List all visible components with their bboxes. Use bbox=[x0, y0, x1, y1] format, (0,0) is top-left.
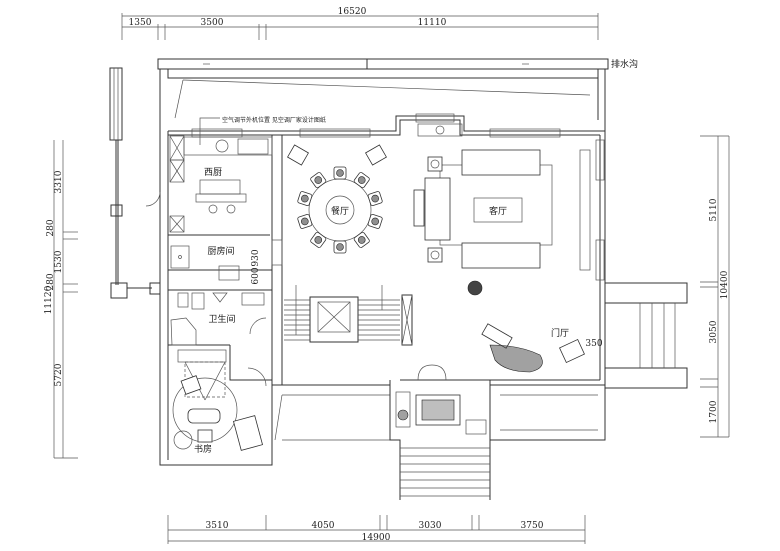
dim-kitchen: 600 bbox=[251, 267, 261, 284]
west-kitchen: 西厨 空气调节外机位置 见空调厂家设计图纸 bbox=[168, 116, 326, 295]
chair-seat bbox=[336, 169, 344, 177]
left-dimension: 3310 280 1530 280 11120 5720 bbox=[44, 140, 78, 459]
room-label-foyer: 门厅 bbox=[551, 327, 569, 339]
room-label-living: 客厅 bbox=[489, 205, 507, 217]
dim-bottom-total: 14900 bbox=[362, 533, 391, 543]
right-dimension: 5110 10400 3050 1700 bbox=[700, 135, 730, 438]
kitchen: 厨房间 930 600 bbox=[168, 239, 283, 285]
dim-left-total: 11120 bbox=[44, 285, 54, 314]
right-steps bbox=[604, 282, 688, 389]
dining-chairs bbox=[297, 166, 383, 254]
chair-seat bbox=[371, 217, 379, 226]
chair-seat bbox=[357, 176, 366, 184]
dim-top-seg: 1350 bbox=[129, 18, 152, 28]
stairwell bbox=[284, 285, 413, 346]
dim-left-seg: 5720 bbox=[54, 363, 64, 386]
chair-seat bbox=[314, 236, 323, 244]
dim-top-total: 16520 bbox=[338, 7, 367, 17]
front-porch bbox=[389, 380, 491, 500]
top-dimension: 16520 1350 3500 11110 bbox=[121, 7, 599, 40]
room-label-kitchen: 厨房间 bbox=[207, 245, 234, 257]
room-label-dining: 餐厅 bbox=[331, 205, 349, 217]
dim-right-seg: 5110 bbox=[709, 198, 719, 221]
corridor bbox=[229, 290, 283, 387]
dim-left-seg: 1530 bbox=[54, 250, 64, 273]
dim-bottom-seg: 3750 bbox=[521, 521, 544, 531]
dim-kitchen: 930 bbox=[251, 249, 261, 266]
room-label-west-kitchen: 西厨 bbox=[204, 167, 222, 178]
outer-walls bbox=[159, 69, 606, 466]
front-steps bbox=[400, 447, 490, 497]
drain-channel: 排水沟 bbox=[157, 58, 638, 70]
dim-bottom-seg: 3510 bbox=[206, 521, 229, 531]
left-porch bbox=[109, 67, 161, 299]
chair-seat bbox=[314, 176, 323, 184]
dim-entry: 350 bbox=[585, 339, 602, 349]
dim-top-seg: 11110 bbox=[418, 18, 447, 28]
room-label-study: 书房 bbox=[194, 443, 212, 455]
dim-left-seg: 280 bbox=[46, 219, 56, 236]
dim-bottom-seg: 4050 bbox=[312, 521, 335, 531]
dim-right-seg: 3050 bbox=[709, 320, 719, 343]
chair-seat bbox=[301, 217, 309, 226]
chair-seat bbox=[371, 194, 379, 203]
dining-room: 餐厅 bbox=[287, 144, 387, 254]
bathroom: 卫生间 bbox=[168, 289, 272, 346]
study: 书房 bbox=[172, 349, 263, 455]
dim-right-seg: 1700 bbox=[709, 400, 719, 423]
dim-right-total: 10400 bbox=[720, 270, 730, 299]
dim-bottom-seg: 3030 bbox=[419, 521, 442, 531]
chair-seat bbox=[336, 243, 344, 251]
foyer: 门厅 350 bbox=[417, 323, 603, 381]
bottom-dimension: 3510 4050 3030 3750 14900 bbox=[167, 515, 586, 544]
stair-treads bbox=[284, 299, 400, 341]
room-label-bathroom: 卫生间 bbox=[208, 313, 235, 325]
dim-top-seg: 3500 bbox=[201, 18, 224, 28]
chair-seat bbox=[357, 236, 366, 244]
dim-left-seg: 3310 bbox=[54, 170, 64, 193]
chair-seat bbox=[301, 194, 309, 203]
dim-left-seg: 280 bbox=[46, 273, 56, 290]
living-room: 客厅 bbox=[413, 123, 591, 296]
note-annotation: 空气调节外机位置 见空调厂家设计图纸 bbox=[222, 116, 326, 124]
drain-label: 排水沟 bbox=[611, 58, 638, 70]
